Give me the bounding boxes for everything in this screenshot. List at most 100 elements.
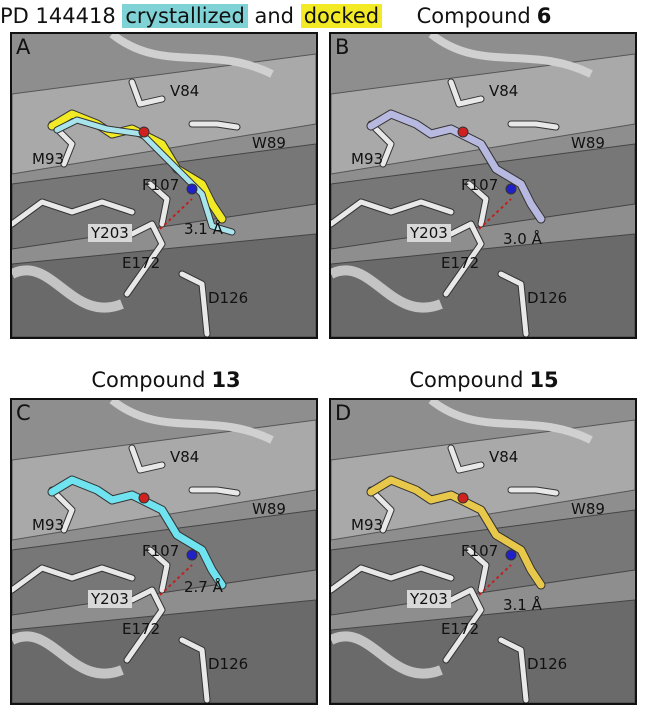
label-f107: F107 bbox=[142, 542, 180, 560]
residue-v84-stick bbox=[447, 78, 485, 108]
docked-highlight: docked bbox=[300, 4, 383, 28]
label-v84: V84 bbox=[170, 82, 200, 100]
residue-m93-stick bbox=[367, 486, 395, 534]
label-v84: V84 bbox=[489, 82, 519, 100]
label-e172: E172 bbox=[441, 254, 480, 272]
residue-v84-stick bbox=[447, 444, 485, 474]
label-y203: Y203 bbox=[407, 224, 451, 242]
residue-y203-stick bbox=[331, 564, 455, 594]
beta-sheet-bottom bbox=[12, 599, 316, 703]
residue-e172-stick bbox=[123, 586, 166, 664]
panel-letter: D bbox=[335, 401, 352, 425]
crystallized-highlight: crystallized bbox=[122, 4, 248, 28]
panel-c-title-number: 13 bbox=[211, 368, 241, 392]
label-m93: M93 bbox=[351, 516, 384, 534]
protein-scene bbox=[331, 400, 635, 703]
caption-prefix: PD 144418 bbox=[0, 4, 116, 28]
residue-y203-stick bbox=[12, 564, 136, 594]
beta-sheet-bottom bbox=[12, 233, 316, 337]
label-d126: D126 bbox=[527, 289, 568, 307]
protein-scene bbox=[331, 34, 635, 337]
caption-and: and bbox=[254, 4, 295, 28]
label-e172: E172 bbox=[122, 620, 161, 638]
label-d126: D126 bbox=[208, 289, 249, 307]
panel-letter: A bbox=[16, 35, 31, 59]
residue-f107-stick bbox=[146, 180, 171, 228]
label-d126: D126 bbox=[527, 655, 568, 673]
panel-d-title-text: Compound bbox=[409, 368, 524, 392]
distance-label: 2.7 Å bbox=[184, 578, 223, 596]
residue-f107-stick bbox=[465, 546, 490, 594]
panel-c-title-text: Compound bbox=[91, 368, 206, 392]
nitrogen-atom bbox=[505, 549, 517, 561]
hydrogen-bond-dash bbox=[478, 564, 512, 596]
nitrogen-atom bbox=[505, 183, 517, 195]
hydrogen-bond-dash bbox=[159, 564, 193, 596]
label-e172: E172 bbox=[122, 254, 161, 272]
label-y203: Y203 bbox=[88, 224, 132, 242]
residue-e172-stick bbox=[123, 220, 166, 298]
residue-v84-stick bbox=[128, 78, 166, 108]
panel-letter: B bbox=[335, 35, 350, 59]
label-y203: Y203 bbox=[407, 590, 451, 608]
hydrogen-bond-dash bbox=[478, 198, 512, 230]
label-m93: M93 bbox=[32, 516, 65, 534]
residue-f107-stick bbox=[465, 180, 490, 228]
residue-d126-stick bbox=[178, 636, 211, 703]
label-d126: D126 bbox=[208, 655, 249, 673]
residue-f107-stick bbox=[146, 546, 171, 594]
panel-b-title-text: Compound bbox=[416, 4, 531, 28]
label-v84: V84 bbox=[489, 448, 519, 466]
ligand-crystal-stick bbox=[53, 116, 236, 236]
helix-top bbox=[109, 34, 274, 78]
beta-sheet-bottom bbox=[331, 599, 635, 703]
residue-y203-stick bbox=[331, 198, 455, 228]
nitrogen-atom bbox=[186, 183, 198, 195]
label-e172: E172 bbox=[441, 620, 480, 638]
label-v84: V84 bbox=[170, 448, 200, 466]
label-m93: M93 bbox=[32, 150, 65, 168]
label-f107: F107 bbox=[142, 176, 180, 194]
residue-e172-stick bbox=[442, 586, 485, 664]
residue-w89-stick bbox=[188, 120, 241, 131]
residue-e172-stick bbox=[442, 220, 485, 298]
distance-label: 3.0 Å bbox=[503, 230, 542, 248]
beta-sheet-top bbox=[331, 419, 635, 541]
label-w89: W89 bbox=[571, 500, 605, 518]
helix-bottom-left bbox=[331, 265, 443, 313]
distance-label: 3.1 Å bbox=[184, 220, 223, 238]
residue-d126-stick bbox=[497, 636, 530, 703]
residue-y203-stick bbox=[12, 198, 136, 228]
residue-w89-stick bbox=[188, 486, 241, 497]
residue-w89-stick bbox=[507, 120, 560, 131]
residue-d126-stick bbox=[497, 270, 530, 337]
label-w89: W89 bbox=[252, 134, 286, 152]
residue-d126-stick bbox=[178, 270, 211, 337]
beta-sheet-top bbox=[12, 419, 316, 541]
panel-b-title-number: 6 bbox=[536, 4, 552, 28]
oxygen-atom bbox=[457, 126, 469, 138]
beta-sheet-top bbox=[12, 53, 316, 175]
protein-scene bbox=[12, 34, 316, 337]
helix-bottom-left bbox=[12, 631, 124, 679]
helix-bottom-left bbox=[12, 265, 124, 313]
residue-m93-stick bbox=[48, 486, 76, 534]
helix-top bbox=[109, 400, 274, 444]
oxygen-atom bbox=[457, 492, 469, 504]
label-m93: M93 bbox=[351, 150, 384, 168]
protein-scene bbox=[12, 400, 316, 703]
beta-sheet-bottom bbox=[331, 233, 635, 337]
helix-bottom-left bbox=[331, 631, 443, 679]
beta-sheet-top bbox=[331, 53, 635, 175]
oxygen-atom bbox=[138, 126, 150, 138]
label-w89: W89 bbox=[571, 134, 605, 152]
panel-letter: C bbox=[16, 401, 31, 425]
panel-d-title-number: 15 bbox=[529, 368, 559, 392]
residue-v84-stick bbox=[128, 444, 166, 474]
label-f107: F107 bbox=[461, 542, 499, 560]
